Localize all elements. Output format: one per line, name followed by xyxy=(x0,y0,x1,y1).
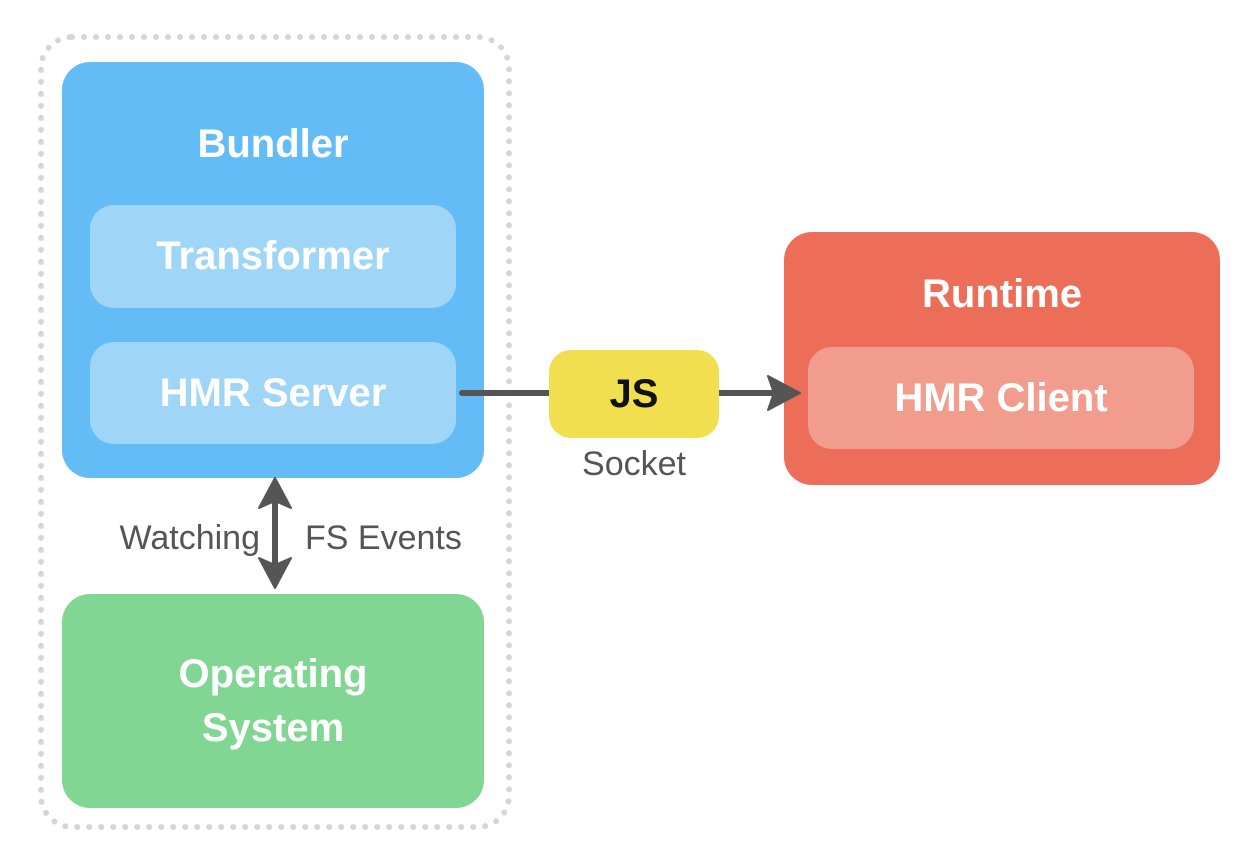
js-badge: JS xyxy=(549,350,719,438)
fs-arrow-up-icon xyxy=(258,477,292,509)
operating-system-box: Operating System xyxy=(62,594,484,808)
transformer-box: Transformer xyxy=(90,205,456,308)
watching-label: Watching xyxy=(119,519,260,557)
fs-arrow-down-icon xyxy=(258,557,292,589)
hmr-server-box: HMR Server xyxy=(90,342,456,444)
socket-label: Socket xyxy=(582,445,686,483)
hmr-client-box: HMR Client xyxy=(808,347,1194,449)
bundler-title: Bundler xyxy=(197,122,349,166)
socket-arrowhead-icon xyxy=(767,375,801,411)
dev-environment-group xyxy=(38,34,512,830)
fs-events-label: FS Events xyxy=(305,519,462,557)
runtime-title: Runtime xyxy=(922,272,1082,316)
operating-system-line2: System xyxy=(201,706,345,750)
operating-system-line1: Operating xyxy=(178,652,368,696)
